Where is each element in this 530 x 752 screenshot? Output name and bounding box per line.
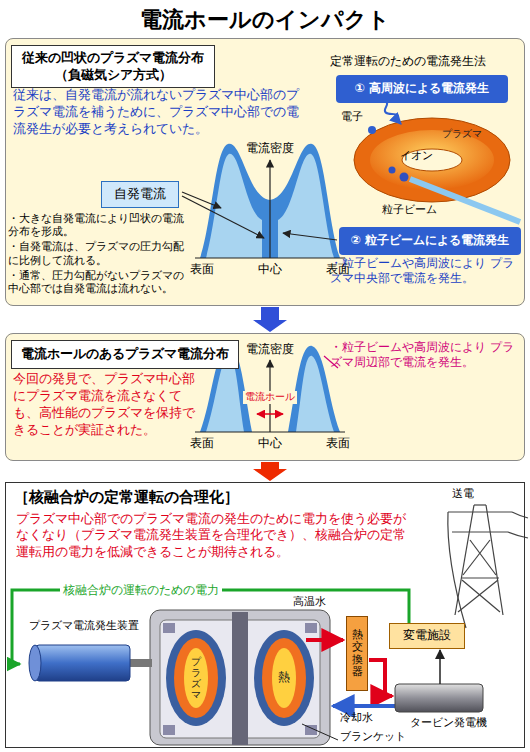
node-text: プラズマ電流発生装置 xyxy=(29,619,139,633)
label: 熱 xyxy=(278,670,290,685)
node-text: 変電施設 xyxy=(403,628,451,644)
label: プラズマ xyxy=(191,656,201,700)
label: 電流ホール xyxy=(243,391,297,404)
label: 表面 xyxy=(190,436,214,451)
device: プラズマ電流発生装置 xyxy=(21,619,146,689)
label: ・粒子ビームや高周波により プラズマ周辺部で電流を発生。 xyxy=(330,340,520,370)
label: ・粒子ビームや高周波により プラズマ中央部で電流を発生。 xyxy=(330,256,520,286)
label: 表面 xyxy=(326,262,350,277)
label-box: 自発電流 xyxy=(101,181,179,208)
label: 表面 xyxy=(190,262,214,277)
diagram-title: 電流ホールのインパクト xyxy=(0,5,530,35)
node-text: 今回の発見で、プラズマ中心部にプラズマ電流を流さなくても、高性能のプラズマを保持… xyxy=(13,371,198,439)
method-box: ① 高周波による電流発生 xyxy=(336,75,508,103)
label: 冷却水 xyxy=(340,711,373,725)
label: プラズマ xyxy=(442,128,482,141)
node-text: ① 高周波による電流発生 xyxy=(355,81,489,97)
node-text: プラズマ中心部でのプラズマ電流の発生のために電力を使う必要がなくなり（プラズマ電… xyxy=(16,511,416,560)
label: 電流密度 xyxy=(246,342,294,357)
label: 送電 xyxy=(452,487,474,501)
heat-exchanger: 熱交換器 xyxy=(346,616,368,691)
panel: ［核融合炉の定常運転の合理化］ プラズマ中心部でのプラズマ電流の発生のために電力を… xyxy=(5,482,525,748)
edge-label: 核融合炉の運転のための電力 xyxy=(60,583,222,598)
label: 中心 xyxy=(258,436,282,451)
label: 表面 xyxy=(326,436,350,451)
label: ・通常、圧力勾配がないプラズマの中心部では自発電流は流れない。 xyxy=(8,269,192,295)
node-text: 従来は、自発電流が流れないプラズマ中心部のプラズマ電流を補うために、プラズマ中心… xyxy=(13,87,305,138)
label: 定常運転のための電流発生法 xyxy=(330,54,486,69)
node-text: ［核融合炉の定常運転の合理化］ xyxy=(14,488,424,508)
label: タービン発電機 xyxy=(410,716,487,730)
facility-box: 変電施設 xyxy=(389,623,465,649)
label: 高温水 xyxy=(293,595,326,609)
label: 電子 xyxy=(341,110,363,124)
block-arrow xyxy=(253,307,287,332)
label: 粒子ビーム xyxy=(382,203,437,217)
label: ・大きな自発電流により凹状の電流分布を形成。 xyxy=(8,212,192,238)
label: イオン xyxy=(400,149,433,163)
node-text: 電流ホールのあるプラズマ電流分布 xyxy=(21,346,229,363)
heading-box: 電流ホールのあるプラズマ電流分布 xyxy=(11,340,239,369)
method-box: ② 粒子ビームによる電流発生 xyxy=(339,227,521,255)
label: ・自発電流は、プラズマの圧力勾配に比例して流れる。 xyxy=(8,240,192,266)
label: 中心 xyxy=(258,262,282,277)
label: ブランケット xyxy=(340,730,406,744)
node-text: ② 粒子ビームによる電流発生 xyxy=(351,233,509,249)
heading-box: 従来の凹状のプラズマ電流分布（負磁気シア方式） xyxy=(11,45,215,88)
node-text: 熱交換器 xyxy=(352,629,363,677)
block-arrow xyxy=(253,462,287,481)
label: 電流密度 xyxy=(246,141,294,156)
node-text: 従来の凹状のプラズマ電流分布（負磁気シア方式） xyxy=(12,50,214,83)
node-text: 自発電流 xyxy=(114,186,166,203)
